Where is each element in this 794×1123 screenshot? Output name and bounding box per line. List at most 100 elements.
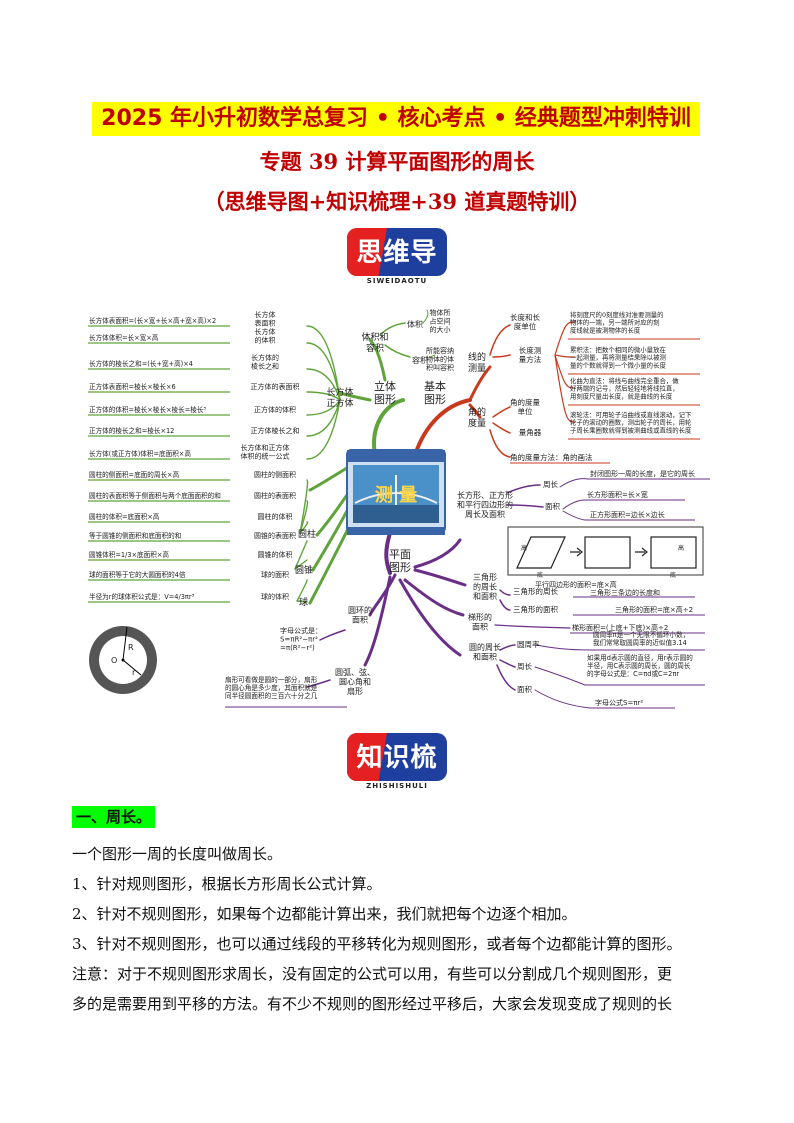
note-link [554, 321, 576, 356]
ring-R-label: R [128, 643, 134, 652]
circle-perimeter-definition: 如果用d表示圆的直径，用r表示圆的半径，用C表示圆的周长，圆的周长的字母公式是：… [587, 653, 693, 678]
branch-line [468, 403, 482, 419]
mindmap-badge-text: 思维导图 [356, 238, 438, 305]
solid-formula-label: 圆柱的侧面积 [254, 470, 296, 479]
mindmap-badge: 思维导图 SIWEIDAOTU [347, 228, 447, 305]
branch-line [534, 666, 586, 686]
branch-line [368, 338, 387, 382]
branch-line [403, 578, 465, 617]
branch-line [499, 659, 516, 668]
circle-label: 圆的周长和面积 [469, 642, 501, 662]
formula-link [294, 540, 308, 570]
line-measure-label: 线的测量 [468, 351, 486, 374]
knowledge-badge-sub: ZHISHISHULI [366, 782, 428, 790]
figure-height-label: 高 [521, 544, 527, 552]
circle-area-label: 面积 [517, 684, 532, 694]
square-area-formula: 正方形面积=边长×边长 [590, 510, 665, 519]
formula-link [299, 521, 309, 534]
note-link [554, 354, 576, 358]
capacity-label: 容积 [412, 355, 428, 365]
basic-main-branch [413, 398, 472, 457]
cut-rectangle-shape [584, 536, 631, 569]
solid-formula-label: 圆锥的表面积 [254, 531, 296, 540]
solid-formula: 半径为r的球体积公式是：V=4/3πr³ [89, 592, 195, 601]
solid-formula-label: 正方体的体积 [254, 405, 296, 414]
formula-link [306, 342, 341, 401]
formula-link [306, 399, 341, 416]
solid-formula-label: 长方体的体积 [255, 327, 276, 344]
trapezoid-label: 梯形的面积 [468, 612, 492, 632]
solid-formula: 长方体表面积=(长×宽+长×高+宽×高)×2 [89, 316, 216, 325]
knowledge-badge-text: 知识梳理 [356, 743, 438, 810]
angle-unit-label: 角的度量单位 [510, 397, 540, 416]
branch-line [506, 504, 544, 508]
angle-measure-label: 角的度量 [468, 406, 486, 429]
pi-label: 圆周率 [517, 639, 540, 649]
branch-line [384, 344, 411, 358]
length-unit-label: 长度和长度单位 [510, 312, 540, 331]
figure-height-label: 高 [678, 544, 684, 552]
branch-line [492, 422, 511, 434]
solid-formula: 正方体的体积=棱长×棱长×棱长=棱长³ [89, 405, 206, 414]
triangle-perimeter-label: 三角形的周长 [513, 586, 558, 596]
paragraph: 2、针对不规则图形，如果每个边都能计算出来，我们就把每个边逐个相加。 [72, 905, 577, 923]
mindmap-badge-sub: SIWEIDAOTU [366, 277, 428, 285]
solid-formula-label: 长方体表面积 [255, 310, 276, 327]
length-method-note: 滚轮法：可用轮子沿曲线或直线滚动，记下轮子的滚动的圈数，测出轮子的周长，用轮子周… [570, 410, 692, 434]
solid-formula-label: 长方体的棱长之和 [251, 353, 279, 370]
solid-figures-label: 立体图形 [374, 379, 396, 406]
sector-label: 圆弧、弦、圆心角和扇形 [335, 667, 375, 696]
formula-link [294, 559, 308, 570]
branch-line [379, 322, 406, 336]
paragraph: 多的是需要用到平移的方法。有不少不规则的图形经过平移后，大家会发现变成了规则的长 [72, 995, 673, 1013]
volume-definition: 物体所占空间的大小 [430, 308, 451, 334]
triangle-area-label: 三角形的面积 [513, 604, 558, 614]
knowledge-badge: 知识梳理 ZHISHISHULI [347, 733, 447, 810]
volume-label: 体积 [407, 319, 423, 329]
image-top-bar [347, 450, 445, 462]
protractor-label: 量角器 [519, 427, 542, 437]
length-method-note: 将刻度尺的0刻度线对准要测量的物体的一端，另一端所对应的刻度线就是被测物体的长度 [570, 310, 664, 334]
ring-formula: 字母公式是：S=πR²−πr²=π(R²−r²) [280, 626, 322, 652]
parallelogram-area-formula: 平行四边形的面积=底×高 [535, 580, 617, 589]
figure-base-label: 底 [537, 571, 543, 579]
ring-r-label: r [132, 668, 136, 677]
paragraph: 3、针对不规则图形，也可以通过线段的平移转化为规则图形，或者每个边都能计算的图形… [72, 935, 682, 953]
branch-line [499, 599, 511, 611]
parallelogram-shape [516, 536, 566, 569]
sphere-label: 球 [299, 596, 308, 608]
branch-line [536, 644, 591, 651]
branch-line [494, 624, 571, 629]
branch-line [319, 629, 346, 641]
image-bottom-bar [347, 527, 445, 535]
solid-formula: 正方体表面积=棱长×棱长×6 [89, 382, 176, 391]
paragraph: 一个图形一周的长度叫做周长。 [72, 845, 283, 863]
paragraph: 注意：对于不规则图形求周长，没有固定的公式可以用，有些可以分割成几个规则图形，更 [72, 965, 673, 983]
rect-perimeter-label: 周长 [543, 479, 558, 489]
solid-formula-label: 圆锥的体积 [258, 550, 293, 559]
branch-line [398, 578, 462, 657]
branch-line [422, 309, 429, 324]
solid-formula-label: 正方体棱长之和 [251, 426, 300, 435]
topic-subtitle: （思维导图+知识梳理+39 道真题特训） [203, 189, 591, 214]
capacity-definition: 所能容纳物体的体积叫容积 [426, 346, 454, 372]
solid-main-branch [372, 398, 405, 457]
plane-main-branch [384, 531, 392, 575]
figure-base-label: 底 [670, 571, 676, 579]
arrow-icon [635, 547, 648, 557]
ring-label: 圆环的面积 [348, 605, 372, 625]
solid-formula-label: 长方体和正方体体积的统一公式 [241, 443, 290, 460]
triangle-perimeter-def: 三角形三条边的长度和 [590, 588, 660, 597]
cone-label: 圆锥 [295, 564, 313, 576]
solid-formula: 圆锥体积=1/3×底面积×高 [89, 550, 169, 559]
length-method-note: 累积法：把数个相同的微小量放在一起测量，再将测量结果除以被测量的个数就得到一个微… [570, 345, 666, 369]
formula-link [296, 579, 308, 602]
pi-definition: 圆周率π是一个无限不循环小数，我们常常取圆周率的近似值3.14 [593, 630, 689, 647]
circle-perimeter-label: 周长 [517, 661, 532, 671]
branch-line [496, 664, 516, 691]
parallelogram-figure-frame [507, 526, 704, 576]
formula-link [296, 600, 308, 603]
arrow-icon [570, 547, 583, 557]
solid-formula: 正方体的棱长之和=棱长×12 [89, 426, 174, 435]
image-water [353, 505, 439, 523]
